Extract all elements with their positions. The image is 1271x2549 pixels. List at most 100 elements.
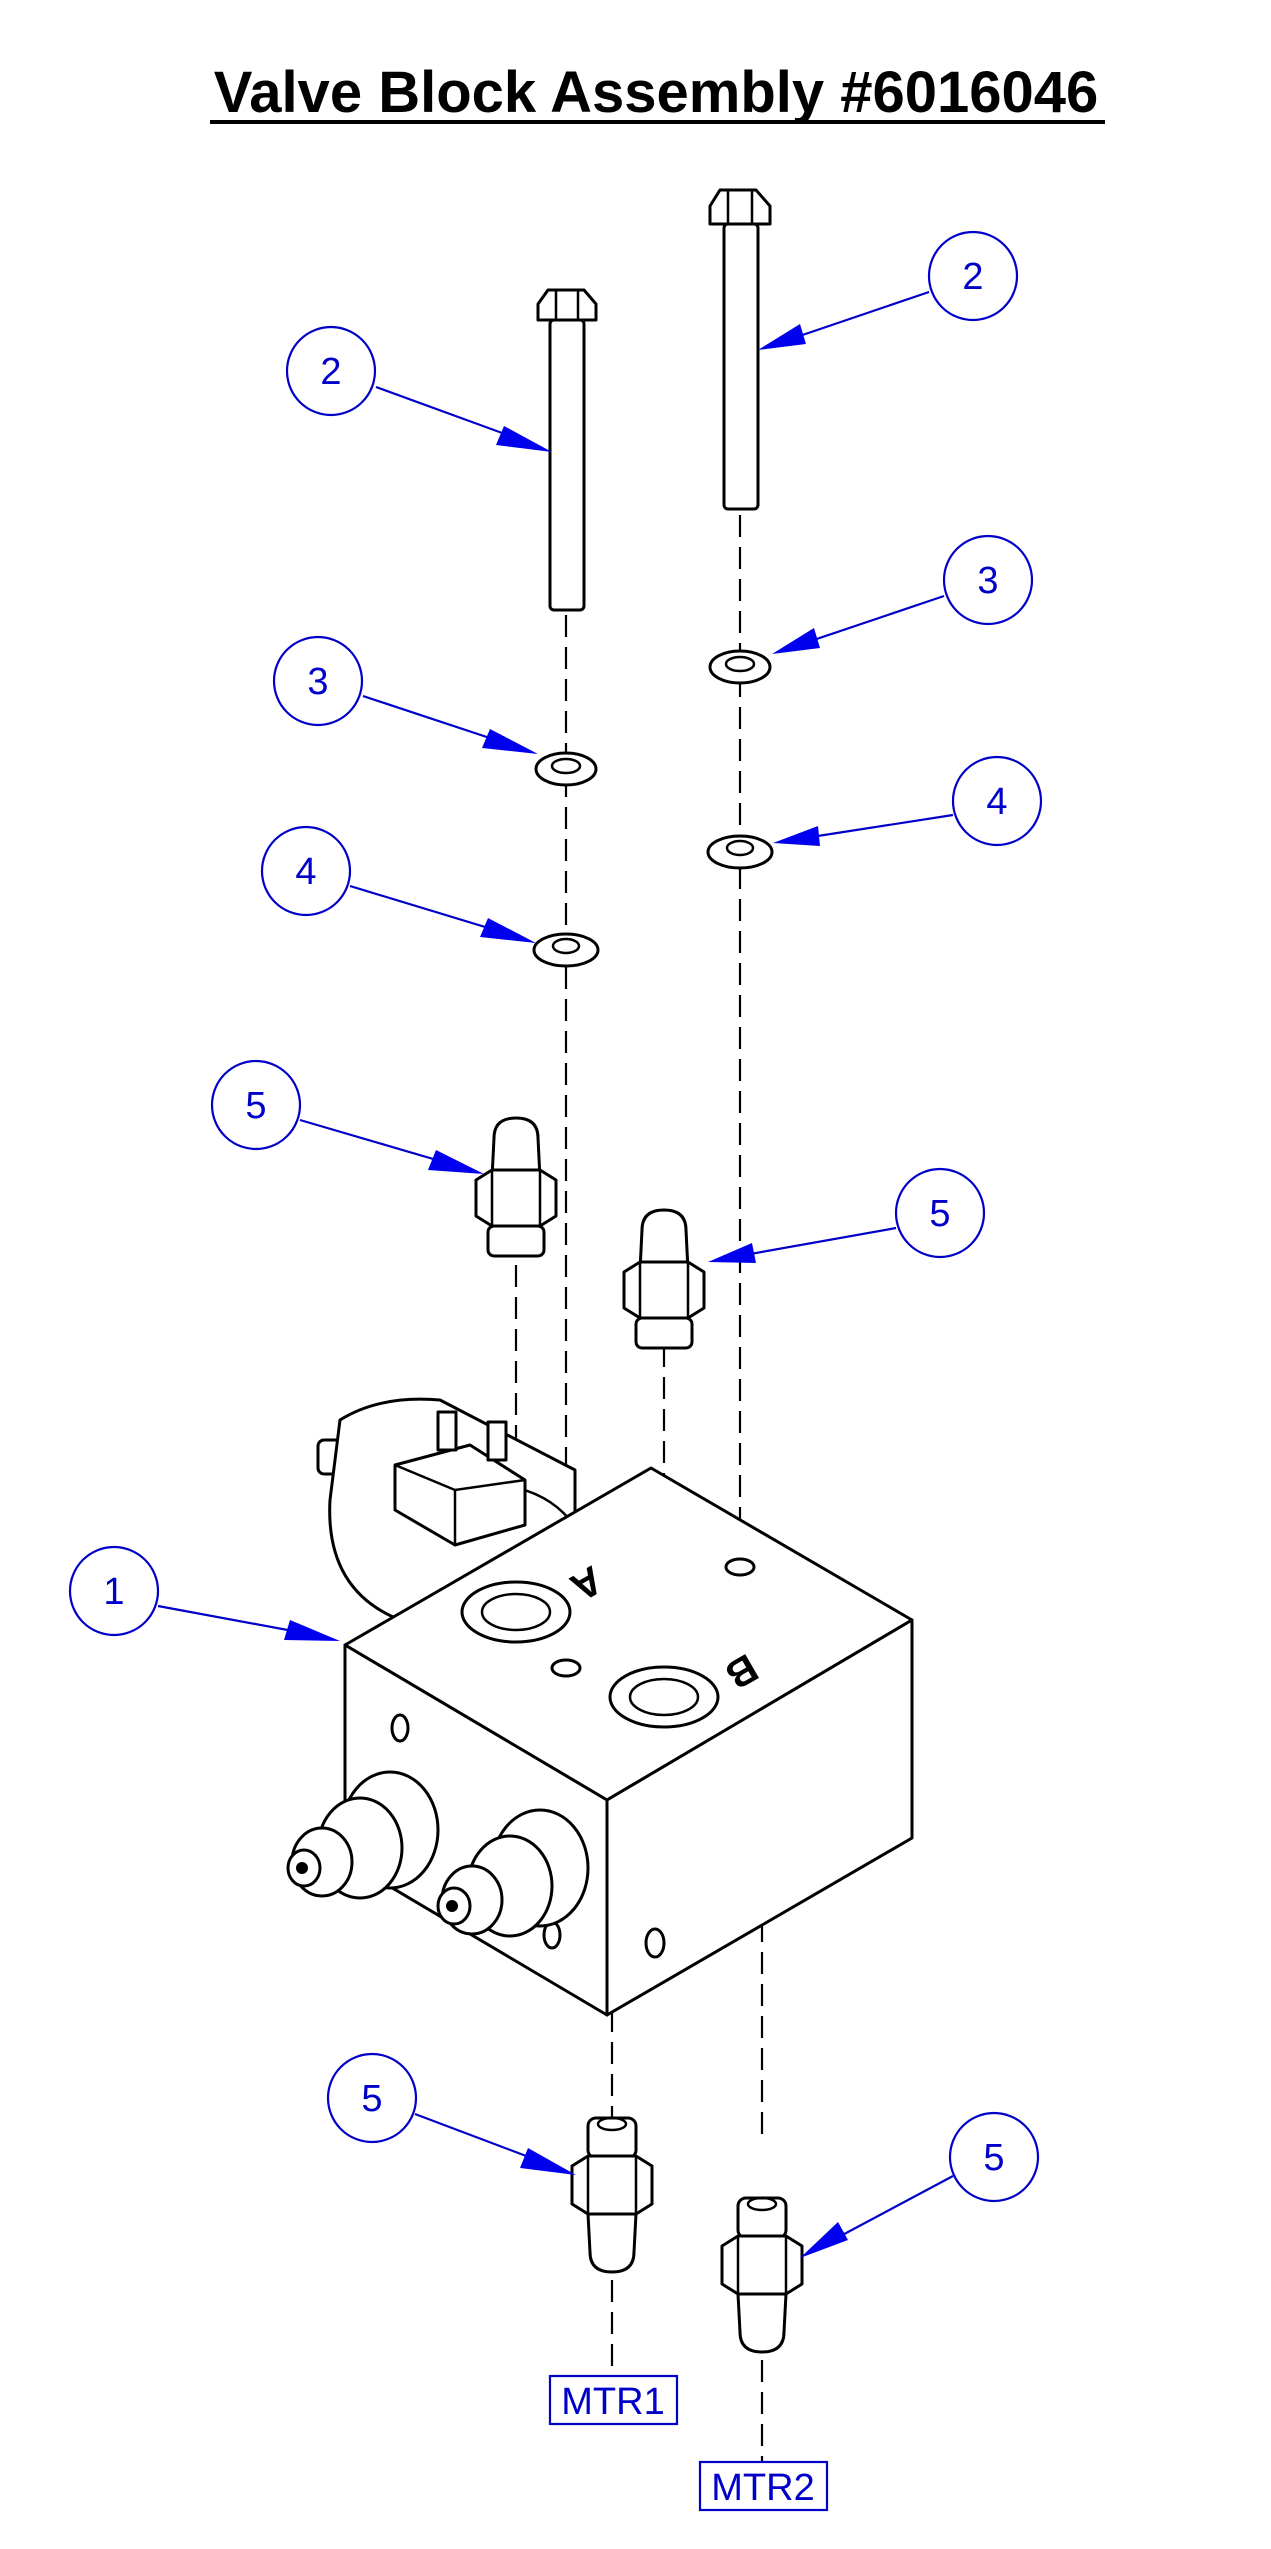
fitting-hex (720, 2234, 804, 2296)
tag-label: MTR2 (711, 2467, 814, 2509)
callout-circle (894, 1167, 986, 1259)
bolt-shank-right (722, 222, 760, 511)
callout-number: 4 (986, 781, 1007, 823)
side-hole (644, 1927, 666, 1959)
coil-connector (393, 1443, 527, 1547)
cartridge-pin (446, 1900, 458, 1912)
flat-washer-left (532, 932, 600, 968)
callout-circle (68, 1545, 160, 1637)
bolt-hole-left (550, 1658, 582, 1678)
callout-4-right: 4 (773, 755, 1043, 847)
fitting-nose (736, 2292, 788, 2354)
lock-washer-right (708, 649, 772, 685)
callout-number: 3 (977, 560, 998, 602)
tag-label: MTR1 (561, 2381, 664, 2423)
tag-mtr2: MTR2 (698, 2460, 829, 2512)
fitting-nose (586, 2212, 638, 2274)
tag-box (698, 2460, 829, 2512)
fitting-thread (486, 1224, 546, 1258)
bolt-head-right (708, 188, 772, 226)
callout-5-upper-right: 5 (708, 1167, 986, 1263)
side-hole (390, 1713, 410, 1743)
fitting-port-a (474, 1116, 558, 1258)
washer-hole (724, 655, 756, 673)
callout-2-right: 2 (758, 230, 1019, 350)
fitting-bore (746, 2196, 778, 2212)
leader-arrow (482, 729, 538, 754)
leader-arrow (480, 918, 536, 943)
washer-outer (534, 751, 598, 787)
page-title: Valve Block Assembly #6016046 (210, 60, 1105, 125)
callout-circle (272, 635, 364, 727)
tag-box (548, 2374, 679, 2426)
bolt-shank-left (548, 318, 586, 612)
leader-arrow (708, 1243, 756, 1263)
fitting-top (736, 2196, 788, 2240)
callout-circle (326, 2052, 418, 2144)
leader-arrow (284, 1620, 340, 1641)
washer-hole (550, 757, 582, 775)
callout-3-right: 3 (772, 534, 1034, 654)
callout-5-upper-left: 5 (210, 1059, 484, 1174)
callout-circle (260, 825, 352, 917)
washer-hole (551, 937, 581, 955)
fitting-mtr1 (570, 2116, 654, 2274)
callout-number: 2 (962, 256, 983, 298)
bolt-left (536, 288, 598, 612)
bolt-head-left (536, 288, 598, 322)
fitting-thread (634, 1316, 694, 1350)
washer-outer (532, 932, 600, 968)
callout-number: 5 (983, 2137, 1004, 2179)
block-right-face (605, 1618, 914, 2017)
fitting-bore (596, 2116, 628, 2132)
callout-3-left: 3 (272, 635, 538, 754)
callout-circle (948, 2111, 1040, 2203)
port-a-inner (480, 1592, 552, 1632)
callout-circle (951, 755, 1043, 847)
callout-number: 1 (103, 1571, 124, 1613)
bolt-right (708, 188, 772, 511)
callout-number: 2 (320, 351, 341, 393)
lock-washer-left (534, 751, 598, 787)
fitting-nose (490, 1116, 542, 1180)
leader-arrow (758, 324, 806, 350)
cartridge-pin (296, 1862, 308, 1874)
washer-outer (708, 649, 772, 685)
callout-number: 3 (307, 661, 328, 703)
tag-mtr1: MTR1 (548, 2374, 679, 2426)
leader-arrow (520, 2148, 576, 2175)
leader-arrow (428, 1150, 484, 1174)
callout-circle (942, 534, 1034, 626)
fitting-top (586, 2116, 638, 2160)
leader-line (727, 1226, 897, 1260)
fitting-hex (570, 2154, 654, 2216)
callout-5-lower-right: 5 (800, 2111, 1040, 2258)
title-text: Valve Block Assembly #6016046 (214, 60, 1099, 125)
cartridge-right (436, 1808, 590, 1938)
flat-washer-right (706, 834, 774, 870)
cartridge-left (286, 1770, 440, 1900)
callout-number: 5 (361, 2078, 382, 2120)
port-b-inner (628, 1677, 700, 1717)
leader-arrow (772, 628, 820, 654)
valve-block: A B (286, 1466, 914, 2017)
callout-2-left: 2 (285, 325, 552, 452)
coil-terminal (486, 1420, 508, 1462)
callout-1: 1 (68, 1545, 340, 1641)
fitting-hex (622, 1260, 706, 1320)
callout-circle (927, 230, 1019, 322)
leader-arrow (496, 426, 552, 452)
coil-terminal (436, 1410, 458, 1452)
callout-number: 4 (295, 851, 316, 893)
callout-number: 5 (929, 1193, 950, 1235)
washer-hole (725, 839, 755, 857)
callout-circle (210, 1059, 302, 1151)
washer-outer (706, 834, 774, 870)
bolt-hole-right (724, 1557, 756, 1577)
fitting-mtr2 (720, 2196, 804, 2354)
fitting-port-b (622, 1208, 706, 1350)
leader-arrow (773, 826, 820, 846)
fitting-hex (474, 1168, 558, 1228)
leader-arrow (800, 2222, 848, 2258)
